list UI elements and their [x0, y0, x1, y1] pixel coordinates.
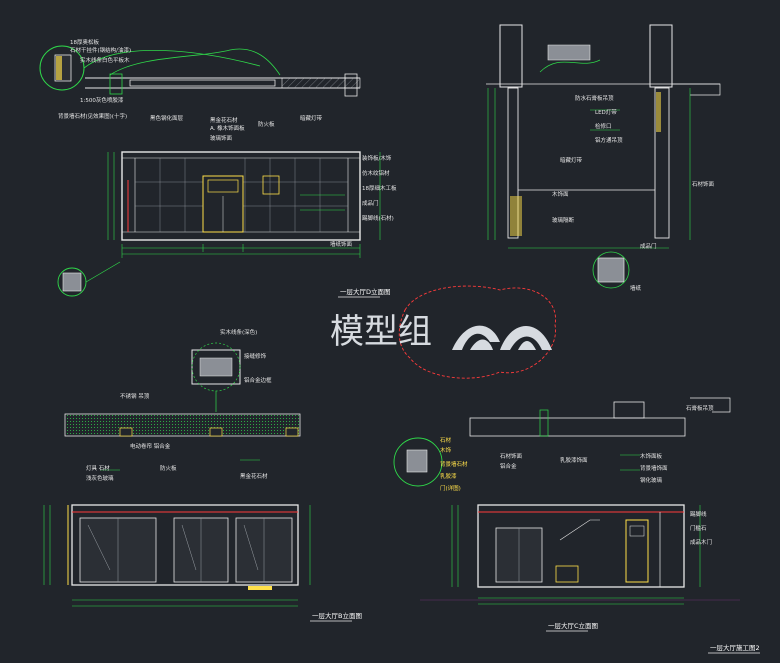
legend-label: 门(详图) — [440, 484, 461, 492]
note: 暗藏灯带 — [300, 114, 323, 122]
note: 仿木纹铝材 — [362, 169, 390, 177]
legend-label: 乳胶漆 — [440, 472, 457, 480]
note: 墙纸 — [630, 284, 642, 292]
note: 玻璃饰面 — [210, 134, 233, 142]
note: 木饰面 — [552, 190, 569, 198]
view-elevation-d — [39, 45, 381, 297]
elevation-d-body — [121, 151, 361, 241]
note: 黑金花石材 — [240, 472, 268, 480]
note: 石膏板吊顶 — [686, 404, 714, 412]
legend-label: 背景墙石材 — [440, 460, 468, 468]
note: 检修口 — [595, 122, 612, 130]
note: 暗藏灯带 — [560, 156, 583, 164]
note: 装饰板/木饰 — [362, 154, 392, 162]
note: 铝合金边框 — [244, 376, 272, 384]
note: 背景墙饰面 — [640, 464, 668, 472]
note: 木饰面板 — [640, 452, 663, 460]
note: 实木线条(深色) — [220, 328, 257, 336]
note: LED灯带 — [595, 108, 617, 116]
note: 防火板 — [160, 464, 177, 472]
note: 玻璃隔断 — [552, 216, 575, 224]
note: 电动卷帘 铝合金 — [130, 442, 171, 450]
note: 钢化玻璃 — [640, 476, 663, 484]
note: 防火板 — [258, 120, 275, 128]
notes-bottom-left: 实木线条(深色) 接缝修饰 铝合金边框 不锈钢 吊顶 电动卷帘 铝合金 灯具 石… — [86, 328, 362, 622]
note: 乳胶漆饰面 — [560, 456, 588, 464]
watermark-logo: 模型组 — [330, 285, 556, 379]
note: 铝合金 — [500, 462, 517, 470]
view-title-d: 一层大厅D立面图 — [340, 287, 391, 296]
note: 石材饰面 — [500, 452, 523, 460]
legend-label: 石材 — [440, 436, 452, 444]
legend-label: 木饰 — [440, 446, 452, 454]
leader-lines — [100, 109, 640, 471]
view-elevation-c — [393, 397, 740, 605]
note: 18厚细木工板 — [362, 184, 397, 192]
note: 实木线条白色平板木 — [80, 56, 130, 64]
note: 门槛石 — [690, 524, 707, 532]
notes-top-left: 18厚奥松板 石材干挂件(钢结构/油漆) 实木线条白色平板木 1:500灰色喷胶… — [58, 38, 397, 298]
ceiling-section-d — [85, 73, 361, 97]
note: 铝方通吊顶 — [595, 136, 623, 144]
note: 成品门 — [640, 242, 657, 250]
note: 成品门 — [362, 199, 379, 207]
note: 踢脚线 — [690, 510, 707, 518]
note: 黑金花石材 — [210, 116, 238, 124]
view-elevation-e — [486, 24, 721, 289]
dimension-lines-d — [107, 152, 381, 258]
note: 黑色钢化面层 — [150, 114, 184, 122]
note: 墙纸饰面 — [330, 240, 353, 248]
view-title-c: 一层大厅C立面图 — [548, 621, 598, 630]
view-elevation-b — [43, 342, 311, 607]
note: 石材饰面 — [692, 180, 715, 188]
note: 防水石膏板吊顶 — [575, 94, 614, 102]
note: 18厚奥松板 — [70, 38, 99, 46]
note: 背景墙石材(见效果图)(十字) — [58, 112, 127, 120]
note: A. 橡木饰面板 — [210, 124, 245, 132]
note: 成品木门 — [690, 538, 712, 546]
sheet-title: 一层大厅施工图2 — [710, 643, 760, 652]
note: 接缝修饰 — [244, 352, 267, 360]
note: 石材干挂件(钢结构/油漆) — [70, 46, 131, 54]
watermark-text: 模型组 — [330, 312, 432, 352]
note: 踢脚线(石材) — [362, 214, 394, 222]
notes-bottom-right: 石材 木饰 背景墙石材 乳胶漆 门(详图) 石材饰面 铝合金 乳胶漆饰面 木饰面… — [440, 404, 714, 632]
view-title-b: 一层大厅B立面图 — [312, 611, 362, 620]
note: 灯具 石材 — [86, 464, 110, 472]
note: 1:500灰色喷胶漆 — [80, 96, 124, 104]
note: 不锈钢 吊顶 — [120, 392, 150, 400]
note: 浅灰色玻璃 — [86, 474, 114, 482]
notes-top-right: 防水石膏板吊顶 LED灯带 检修口 铝方通吊顶 暗藏灯带 石材饰面 木饰面 玻璃… — [552, 94, 715, 292]
